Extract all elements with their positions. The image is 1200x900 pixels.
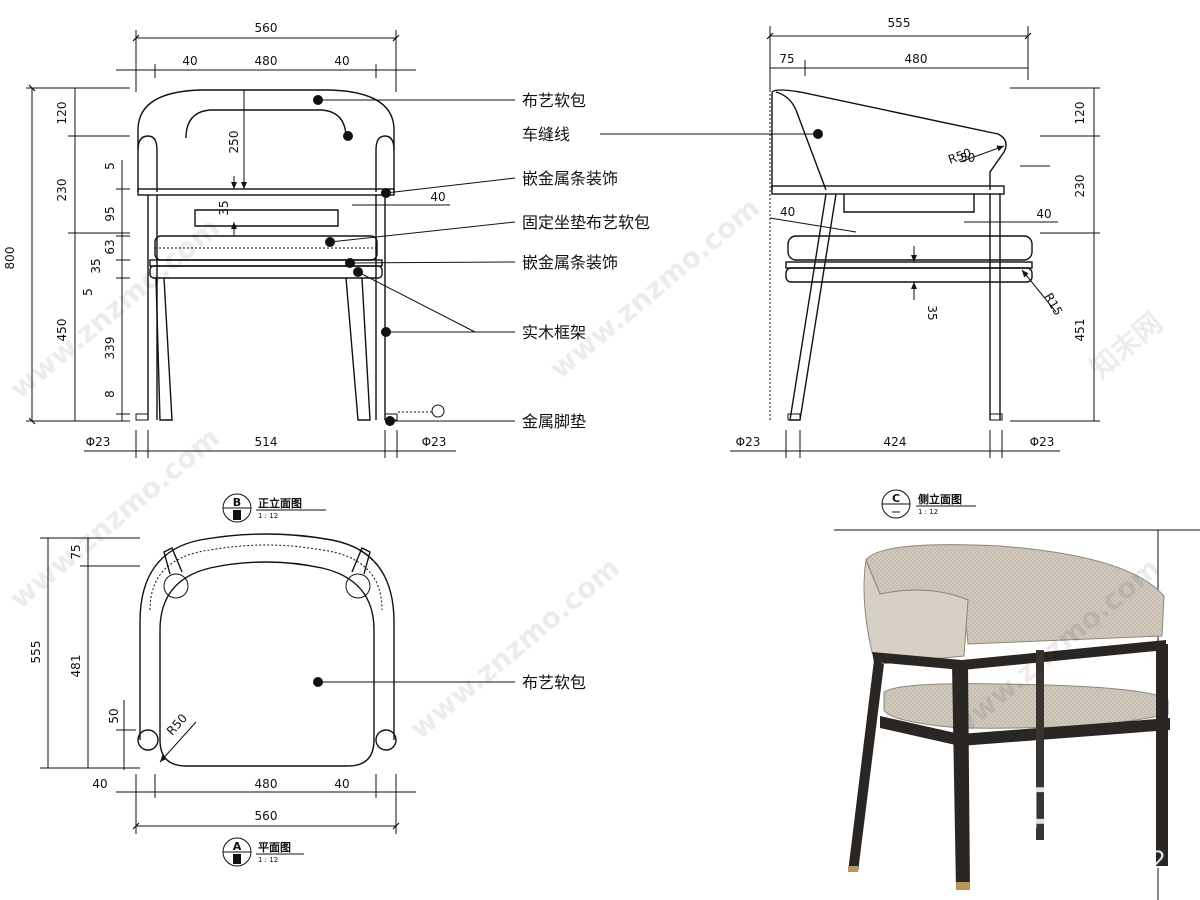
dim-plan-side-right: 40 bbox=[334, 777, 349, 791]
watermark-id: ID: 1156232352 bbox=[972, 846, 1166, 874]
dim-front-63: 63 bbox=[103, 239, 117, 254]
dim-side-424: 424 bbox=[884, 435, 907, 449]
plan-title-letter: A bbox=[233, 840, 242, 853]
plan-scale: 1 : 12 bbox=[258, 856, 278, 864]
plan-view: 布艺软包 R50 555 75 481 50 40 480 40 560 A 平… bbox=[29, 533, 586, 867]
dim-side-480: 480 bbox=[905, 52, 928, 66]
dim-side-dia-left: Φ23 bbox=[736, 435, 761, 449]
front-callouts bbox=[313, 95, 516, 426]
front-metal-strip bbox=[137, 188, 395, 196]
dim-side-depth: 555 bbox=[888, 16, 911, 30]
front-title: 正立面图 bbox=[258, 496, 302, 510]
label-metal-foot: 金属脚垫 bbox=[522, 412, 586, 431]
dim-front-height: 800 bbox=[3, 247, 17, 270]
dim-plan-side-left: 40 bbox=[92, 777, 107, 791]
watermark-logo: 知末 bbox=[1006, 780, 1102, 836]
front-title-letter: B bbox=[233, 496, 241, 509]
dim-plan-481: 481 bbox=[69, 655, 83, 678]
side-seat-cushion bbox=[787, 235, 1033, 261]
front-backrest-outline bbox=[137, 89, 395, 192]
front-elevation: 560 40 480 40 800 bbox=[3, 21, 516, 523]
watermark-site-3: www.znzmo.com bbox=[403, 551, 626, 745]
plan-title: 平面图 bbox=[258, 841, 291, 854]
dim-plan-75: 75 bbox=[69, 544, 83, 559]
dim-front-250: 250 bbox=[227, 131, 241, 154]
dim-front-5a: 5 bbox=[103, 162, 117, 170]
side-title: 侧立面图 bbox=[918, 492, 962, 506]
plan-outline bbox=[139, 533, 395, 740]
dim-side-front-40: 40 bbox=[1036, 207, 1051, 221]
label-fabric-upholstery: 布艺软包 bbox=[522, 91, 586, 110]
label-metal-strip-2: 嵌金属条装饰 bbox=[522, 253, 618, 272]
dim-front-width: 560 bbox=[255, 21, 278, 35]
dim-front-339: 339 bbox=[103, 337, 117, 360]
front-scale: 1 : 12 bbox=[258, 512, 278, 520]
label-wood-frame: 实木框架 bbox=[522, 323, 586, 342]
watermark-brand: 知末网 bbox=[1083, 306, 1169, 385]
side-elevation: 555 75 480 120 230 451 R50 50 bbox=[730, 16, 1100, 519]
dim-side-35: 35 bbox=[925, 305, 939, 320]
dim-front-40: 40 bbox=[430, 190, 445, 204]
dim-front-inner: 480 bbox=[255, 54, 278, 68]
label-fixed-cushion: 固定坐垫布艺软包 bbox=[522, 213, 650, 232]
dim-plan-50: 50 bbox=[107, 708, 121, 723]
dim-front-8: 8 bbox=[103, 390, 117, 398]
dim-front-dia-left: Φ23 bbox=[86, 435, 111, 449]
dim-front-230: 230 bbox=[55, 179, 69, 202]
dim-front-side-left: 40 bbox=[182, 54, 197, 68]
dim-front-450: 450 bbox=[55, 319, 69, 342]
dim-plan-r50: R50 bbox=[164, 711, 190, 738]
dim-plan-555: 555 bbox=[29, 641, 43, 664]
dim-side-r15: R15 bbox=[1041, 291, 1065, 318]
dim-side-120: 120 bbox=[1073, 102, 1087, 125]
dim-front-95: 95 bbox=[103, 206, 117, 221]
dim-side-230: 230 bbox=[1073, 175, 1087, 198]
dim-front-5b: 5 bbox=[81, 288, 95, 296]
dim-front-514: 514 bbox=[255, 435, 278, 449]
label-metal-strip-1: 嵌金属条装饰 bbox=[522, 169, 618, 188]
dim-side-arm-40: 40 bbox=[780, 205, 795, 219]
label-plan-fabric: 布艺软包 bbox=[522, 673, 586, 692]
chair-render-photo bbox=[834, 529, 1200, 900]
dim-side-dia-right: Φ23 bbox=[1030, 435, 1055, 449]
dim-front-35: 35 bbox=[89, 258, 103, 273]
watermarks: www.znzmo.com www.znzmo.com www.znzmo.co… bbox=[3, 191, 1169, 874]
dim-side-50: 50 bbox=[960, 151, 975, 165]
material-labels: 布艺软包 车缝线 嵌金属条装饰 固定坐垫布艺软包 嵌金属条装饰 实木框架 金属脚… bbox=[522, 91, 818, 431]
dim-front-35b: 35 bbox=[217, 200, 231, 215]
dim-front-dia-right: Φ23 bbox=[422, 435, 447, 449]
dim-plan-560: 560 bbox=[255, 809, 278, 823]
dim-side-451: 451 bbox=[1073, 319, 1087, 342]
dim-front-side-right: 40 bbox=[334, 54, 349, 68]
dim-front-120: 120 bbox=[55, 102, 69, 125]
side-backrest-outline bbox=[771, 89, 1007, 190]
side-title-letter: C bbox=[892, 492, 900, 505]
watermark-site-4: www.znzmo.com bbox=[3, 421, 226, 615]
side-scale: 1 : 12 bbox=[918, 508, 938, 516]
dim-side-75: 75 bbox=[779, 52, 794, 66]
label-stitch-line: 车缝线 bbox=[522, 125, 570, 144]
dim-plan-480: 480 bbox=[255, 777, 278, 791]
